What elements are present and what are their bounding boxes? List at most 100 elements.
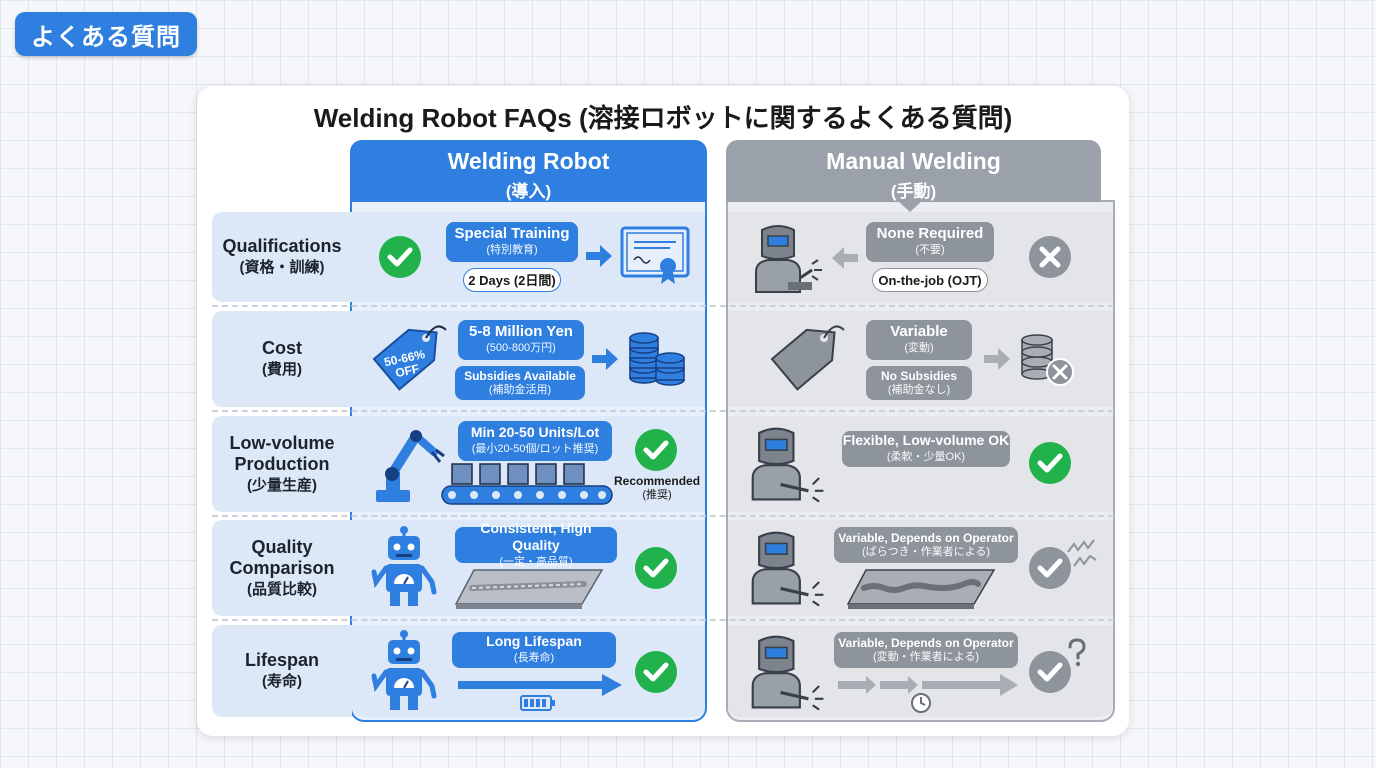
check-icon: [379, 236, 421, 278]
check-icon: [1029, 442, 1071, 484]
row-label-jp: (資格・訓練): [239, 259, 325, 276]
faq-badge: よくある質問: [15, 12, 197, 56]
robot-cost-pill: 5-8 Million Yen (500-800万円): [458, 320, 584, 360]
row-label-jp: (少量生産): [247, 476, 317, 494]
manual-qual-ojt: On-the-job (OJT): [872, 268, 988, 292]
pill-text: Special Training: [454, 225, 570, 242]
row-divider: [212, 410, 1114, 412]
welder-icon: [751, 531, 824, 607]
manual-quality-pill: Variable, Depends on Operator (ばらつき・作業者に…: [834, 527, 1018, 563]
battery-icon: [520, 695, 555, 711]
manual-low-pill: Flexible, Low-volume OK (柔軟・少量OK): [842, 431, 1010, 467]
metal-plate-icon: [846, 569, 996, 609]
pill-text-jp: (長寿命): [513, 652, 555, 664]
clock-icon: [911, 693, 931, 713]
manual-cost-pill: Variable (変動): [866, 320, 972, 360]
price-tag-icon: [372, 325, 447, 391]
pill-text-jp: (最小20-50個/ロット推奨): [471, 443, 599, 455]
pill-text: Flexible, Low-volume OK: [842, 432, 1010, 448]
recommended-label: Recommended (推奨): [614, 474, 700, 502]
metal-plate-icon: [454, 569, 604, 609]
row-label-low-volume: Low-volume Production (少量生産): [212, 416, 352, 512]
pill-text: Long Lifespan: [486, 633, 582, 649]
robot-qual-pill: Special Training (特別教育): [446, 222, 578, 262]
manual-header-pointer: [898, 201, 922, 212]
row-label-en: Cost: [262, 338, 302, 358]
pill-text-jp: (変動): [904, 342, 934, 354]
pill-text: Subsidies Available: [464, 369, 576, 383]
manual-column-subtitle: (手動): [890, 182, 937, 201]
row-label-jp: (寿命): [262, 673, 302, 690]
pill-text: None Required: [876, 225, 984, 242]
robot-low-pill: Min 20-50 Units/Lot (最小20-50個/ロット推奨): [458, 421, 612, 461]
robot-column-header: Welding Robot (導入): [350, 140, 707, 202]
conveyor-icon: [441, 463, 613, 505]
pill-text-jp: (柔軟・少量OK): [886, 451, 966, 463]
welder-icon: [751, 427, 824, 503]
robot-subsidy-pill: Subsidies Available (補助金活用): [455, 366, 585, 400]
arrow-icon: [832, 247, 858, 269]
check-icon: [1029, 651, 1071, 693]
pill-text: Consistent, High Quality: [480, 519, 592, 553]
pill-text-jp: (500-800万円): [486, 342, 556, 354]
robot-icon: [371, 526, 437, 606]
row-label-cost: Cost (費用): [212, 311, 352, 407]
row-label-jp: (品質比較): [247, 580, 317, 598]
recommended-text-jp: (推奨): [642, 489, 672, 501]
x-icon: [1029, 236, 1071, 278]
arrow-icon: [592, 348, 618, 370]
price-tag-icon: [770, 325, 845, 391]
row-divider: [212, 305, 1114, 307]
pill-text: Variable, Depends on Operator: [838, 636, 1014, 650]
coin-stack-icon: [629, 332, 685, 386]
certificate-icon: [620, 226, 690, 284]
check-icon: [1029, 547, 1071, 589]
pill-text-jp: (補助金なし): [887, 384, 951, 396]
pill-text: 5-8 Million Yen: [469, 323, 573, 340]
welder-icon: [751, 635, 824, 711]
row-label-quality: Quality Comparison (品質比較): [212, 520, 352, 616]
row-label-en: Quality Comparison: [229, 536, 335, 578]
robot-column-title: Welding Robot: [447, 148, 610, 174]
robot-quality-pill: Consistent, High Quality (一定・高品質): [455, 520, 617, 568]
pill-text-jp: (一定・高品質): [499, 555, 573, 568]
pill-text: Variable: [890, 323, 948, 340]
row-label-jp: (費用): [262, 361, 302, 378]
coin-stack-icon: [1021, 334, 1074, 386]
check-icon: [635, 429, 677, 471]
row-divider: [212, 619, 1114, 621]
question-icon: [1068, 638, 1086, 667]
arrow-icon: [586, 245, 612, 267]
pill-text-jp: (補助金活用): [488, 384, 552, 396]
row-divider: [212, 515, 1114, 517]
arrow-icon: [984, 348, 1010, 370]
robot-arm-icon: [376, 430, 445, 502]
manual-qual-pill: None Required (不要): [866, 222, 994, 262]
row-label-lifespan: Lifespan (寿命): [212, 625, 352, 717]
check-icon: [635, 651, 677, 693]
zigzag-icon: [1067, 539, 1097, 567]
arrow-icon: [838, 674, 1018, 696]
row-label-en: Qualifications: [222, 236, 342, 256]
pill-text-jp: (不要): [915, 244, 945, 256]
page-title: Welding Robot FAQs (溶接ロボットに関するよくある質問): [313, 103, 1013, 133]
arrow-icon: [458, 674, 622, 696]
robot-life-pill: Long Lifespan (長寿命): [452, 632, 616, 668]
recommended-text: Recommended: [614, 474, 701, 488]
manual-column-header: Manual Welding (手動): [726, 140, 1101, 202]
pill-text-jp: (特別教育): [486, 244, 538, 256]
pill-text-jp: (ばらつき・作業者による): [862, 546, 990, 558]
robot-icon: [371, 630, 437, 710]
row-label-en: Low-volume Production: [229, 432, 335, 474]
row-label-qualifications: Qualifications (資格・訓練): [212, 212, 352, 302]
row-label-en: Lifespan: [244, 650, 319, 670]
manual-column-title: Manual Welding: [826, 148, 1001, 174]
manual-subsidy-pill: No Subsidies (補助金なし): [866, 366, 972, 400]
pill-text: Variable, Depends on Operator: [838, 531, 1014, 545]
check-icon: [635, 547, 677, 589]
robot-column-subtitle: (導入): [505, 182, 552, 201]
manual-life-pill: Variable, Depends on Operator (変動・作業者による…: [834, 632, 1018, 668]
pill-text: Min 20-50 Units/Lot: [470, 424, 600, 440]
pill-text-jp: (変動・作業者による): [873, 651, 979, 663]
welder-icon: [755, 225, 822, 293]
